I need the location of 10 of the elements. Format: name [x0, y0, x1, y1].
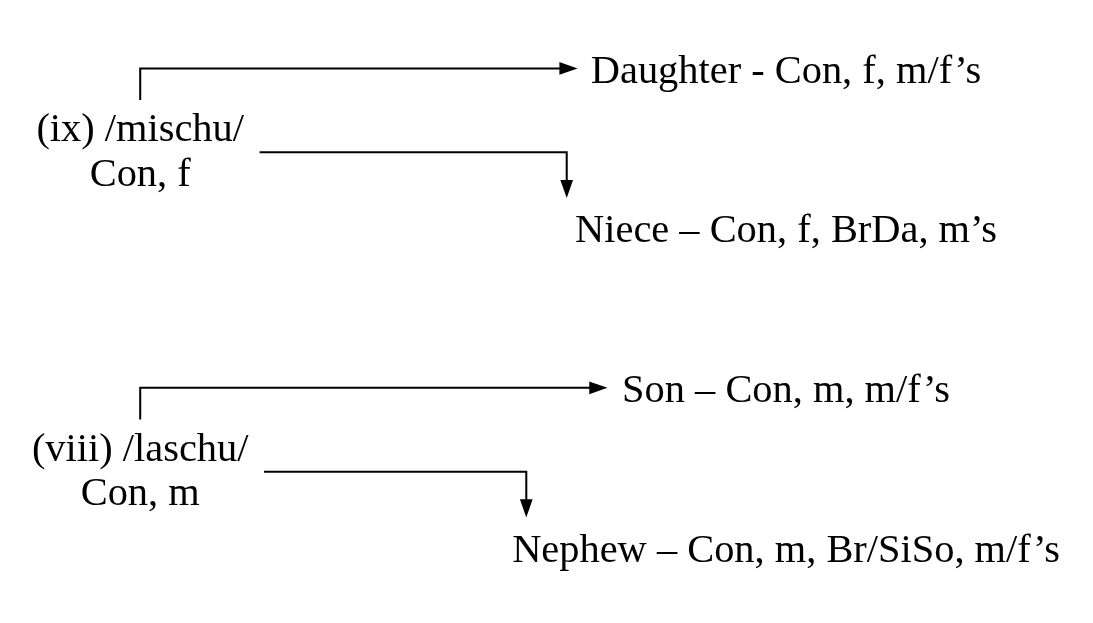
- node-text: (ix) /mischu/ Con, f: [36, 104, 245, 195]
- node-text: Niece – Con, f, BrDa, m’s: [575, 205, 997, 251]
- arrow: [263, 470, 533, 517]
- node-text: Nephew – Con, m, Br/SiSo, m/f’s: [512, 525, 1060, 571]
- node-text: Son – Con, m, m/f’s: [622, 365, 950, 411]
- arrow: [139, 61, 578, 100]
- node-text: Daughter - Con, f, m/f’s: [590, 46, 982, 92]
- arrow: [259, 150, 574, 198]
- arrow: [139, 380, 608, 419]
- node-text: (viii) /laschu/ Con, m: [31, 424, 249, 514]
